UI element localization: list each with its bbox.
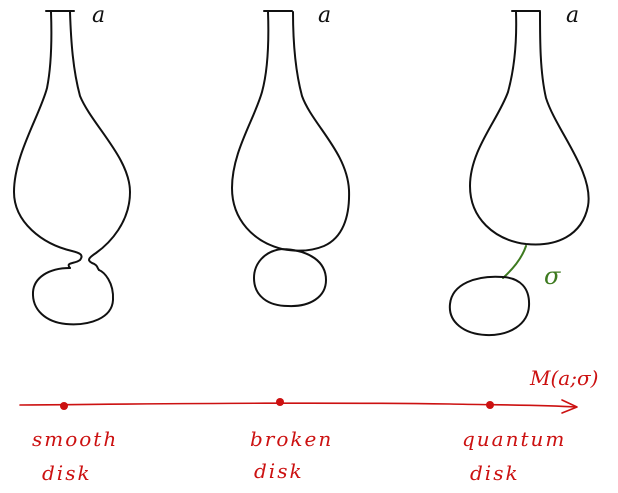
upper-region-outline <box>469 11 590 246</box>
broken-label-line1: broken <box>250 427 333 451</box>
axis-point-smooth <box>60 402 68 410</box>
upper-region-outline <box>13 11 83 269</box>
broken-label-line2: disk <box>254 459 304 483</box>
sigma-label: σ <box>544 262 561 290</box>
moduli-axis: M(a;σ) <box>19 366 598 414</box>
smooth-label-line2: disk <box>42 461 92 485</box>
broken-disk-figure: a <box>231 3 351 308</box>
lower-disk <box>448 275 531 337</box>
axis-line <box>19 402 577 408</box>
label-a: a <box>92 3 105 28</box>
smooth-label-line1: smooth <box>32 427 118 451</box>
quantum-label-line1: quantum <box>462 427 566 451</box>
lower-disk <box>31 267 115 326</box>
upper-region-outline-right <box>69 11 131 271</box>
quantum-disk-figure: σ a <box>448 3 590 337</box>
label-a: a <box>318 3 331 28</box>
axis-label: M(a;σ) <box>529 366 598 390</box>
upper-region-outline <box>231 11 351 252</box>
label-a: a <box>566 3 579 28</box>
axis-arrowhead <box>561 399 578 414</box>
smooth-disk-figure: a <box>13 3 131 326</box>
axis-point-quantum <box>486 401 494 409</box>
axis-point-broken <box>276 398 284 406</box>
sigma-connector <box>502 245 527 279</box>
lower-disk <box>253 248 327 308</box>
quantum-label-line2: disk <box>470 461 520 485</box>
axis-point-labels: smooth disk broken disk quantum disk <box>32 427 566 485</box>
